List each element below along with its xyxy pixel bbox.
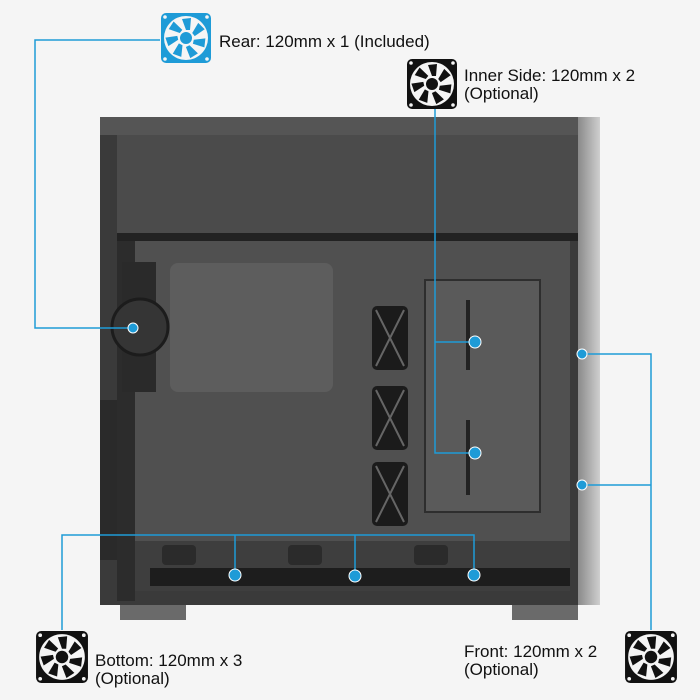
bottom-fan-label: Bottom: 120mm x 3 (Optional)	[95, 652, 242, 688]
callout-dots	[127, 322, 588, 583]
top-panel	[117, 135, 578, 235]
inner-side-fan-icon	[407, 59, 457, 109]
front-fan-label-line2: (Optional)	[464, 660, 539, 679]
top-rail	[100, 117, 578, 135]
inner-side-fan-label: Inner Side: 120mm x 2 (Optional)	[464, 67, 635, 103]
callout-lines	[34, 39, 652, 630]
expansion-slots	[100, 400, 117, 560]
bottom-fan-label-line1: Bottom: 120mm x 3	[95, 651, 243, 670]
inner-side-fan-label-line2: (Optional)	[464, 84, 539, 103]
front-fan-label-line1: Front: 120mm x 2	[464, 642, 598, 661]
bottom-fan-icon	[36, 631, 88, 683]
rear-fan-icon	[161, 13, 211, 63]
inner-side-fan-label-line1: Inner Side: 120mm x 2	[464, 66, 636, 85]
front-panel	[578, 117, 600, 605]
pc-case	[100, 117, 600, 620]
drive-tray	[424, 279, 541, 513]
cpu-cutout	[170, 263, 333, 392]
front-fan-label: Front: 120mm x 2 (Optional)	[464, 643, 597, 679]
bottom-fan-label-line2: (Optional)	[95, 669, 170, 688]
rear-fan-label: Rear: 120mm x 1 (Included)	[219, 32, 430, 51]
front-fan-icon	[625, 631, 677, 683]
